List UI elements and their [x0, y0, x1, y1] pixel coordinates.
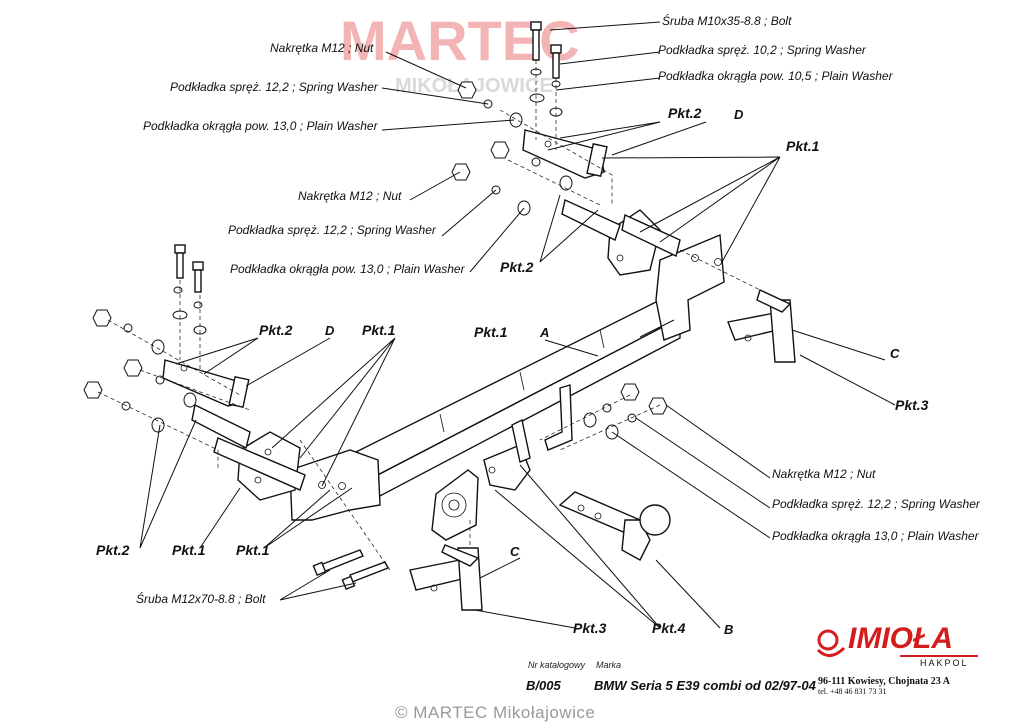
- label-nut-m12-top: Nakrętka M12 ; Nut: [270, 41, 374, 55]
- label-spring-washer-12-mid: Podkładka spręż. 12,2 ; Spring Washer: [228, 223, 437, 237]
- part-c-right: C: [890, 346, 900, 361]
- bracket-d-left: [162, 359, 250, 408]
- footer-copyright: © MARTEC Mikołajowice: [395, 703, 595, 722]
- pkt2-top: Pkt.2: [668, 105, 702, 121]
- footer-tel: tel. +48 46 831 73 31: [818, 687, 887, 696]
- watermark-brand: MARTEC: [340, 9, 580, 72]
- footer-catalog-label: Nr katalogowy: [528, 660, 586, 670]
- right-end-plate: [655, 233, 725, 341]
- left-side-bracket: [191, 403, 306, 501]
- part-d-top: D: [734, 107, 744, 122]
- clamp-c-bottom: [409, 544, 483, 611]
- logo-text: IMIOŁA: [848, 622, 953, 655]
- bolts-m12x70: [312, 549, 389, 591]
- footer-brand-label: Marka: [596, 660, 621, 670]
- label-bolt-m10: Śruba M10x35-8.8 ; Bolt: [662, 13, 792, 28]
- right-side-bracket: [561, 199, 681, 276]
- pkt2-left: Pkt.2: [259, 322, 293, 338]
- clamp-c-right: [727, 289, 796, 363]
- pkt2-bottom: Pkt.2: [96, 542, 130, 558]
- label-bolt-m12: Śruba M12x70-8.8 ; Bolt: [136, 591, 266, 606]
- part-c-bottom: C: [510, 544, 520, 559]
- assembly-dashed-lines: [97, 60, 761, 571]
- bolts-top: [174, 21, 562, 293]
- pkt4-bottom: Pkt.4: [652, 620, 686, 636]
- label-spring-washer-12-top: Podkładka spręż. 12,2 ; Spring Washer: [170, 80, 379, 94]
- tow-ball-b: [558, 491, 671, 561]
- socket-bracket-arm: [483, 384, 573, 491]
- pkt1-center: Pkt.1: [474, 324, 508, 340]
- pkt1-left: Pkt.1: [362, 322, 396, 338]
- part-b: B: [724, 622, 733, 637]
- footer-model: BMW Seria 5 E39 combi od 02/97-04: [594, 678, 817, 693]
- part-d-left: D: [325, 323, 335, 338]
- footer-catalog-number: B/005: [526, 678, 561, 693]
- label-plain-washer-105: Podkładka okrągła pow. 10,5 ; Plain Wash…: [658, 69, 894, 83]
- logo-sub: HAKPOL: [920, 658, 969, 668]
- pkt3-bottom: Pkt.3: [573, 620, 607, 636]
- pkt1-top: Pkt.1: [786, 138, 820, 154]
- label-plain-washer-13-top: Podkładka okrągła pow. 13,0 ; Plain Wash…: [143, 119, 379, 133]
- pkt2-mid: Pkt.2: [500, 259, 534, 275]
- part-a: A: [539, 325, 549, 340]
- company-logo: IMIOŁA HAKPOL: [816, 622, 978, 668]
- label-nut-m12-mid: Nakrętka M12 ; Nut: [298, 189, 402, 203]
- socket-plate: [431, 469, 479, 541]
- label-plain-washer-13-right: Podkładka okrągła 13,0 ; Plain Washer: [772, 529, 980, 543]
- footer-address: 96-111 Kowiesy, Chojnata 23 A: [818, 676, 951, 687]
- label-spring-washer-12-right: Podkładka spręż. 12,2 ; Spring Washer: [772, 497, 981, 511]
- bracket-d-top: [522, 129, 608, 179]
- leader-lines: [139, 21, 896, 629]
- label-nut-m12-right: Nakrętka M12 ; Nut: [772, 467, 876, 481]
- pkt1-bottom-a: Pkt.1: [172, 542, 206, 558]
- nuts-and-washers: [83, 68, 668, 440]
- pkt3-right: Pkt.3: [895, 397, 929, 413]
- label-plain-washer-13-mid: Podkładka okrągła pow. 13,0 ; Plain Wash…: [230, 262, 466, 276]
- label-spring-washer-10: Podkładka spręż. 10,2 ; Spring Washer: [658, 43, 867, 57]
- pkt1-bottom-b: Pkt.1: [236, 542, 270, 558]
